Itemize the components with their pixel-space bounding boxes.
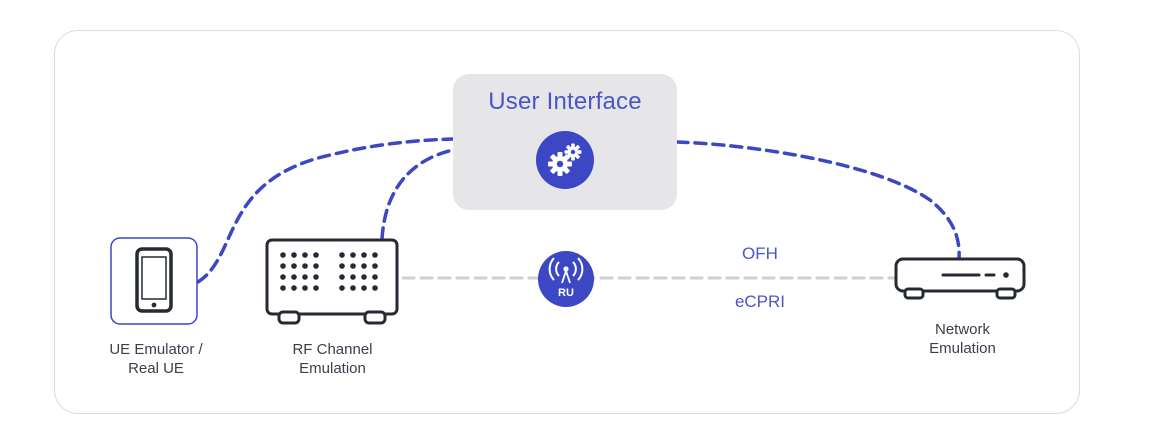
rf-panel-dot <box>361 285 367 291</box>
rf-panel-dot <box>372 285 378 291</box>
rf-panel-dot <box>350 274 356 280</box>
antenna-icon: RU <box>538 251 594 307</box>
network-label-line2: Emulation <box>929 340 996 357</box>
rf-panel-dot <box>361 274 367 280</box>
rf-label-line1: RF Channel <box>292 341 373 358</box>
rf-panel-dot <box>350 263 356 269</box>
gears-icon <box>536 131 594 189</box>
rf-panel-dot <box>339 285 345 291</box>
rf-label-line2: Emulation <box>299 360 366 377</box>
ofh-label: OFH <box>742 244 778 263</box>
user-interface-title: User Interface <box>488 88 642 115</box>
control-link-ue <box>196 137 455 284</box>
rf-panel-dot <box>302 274 308 280</box>
control-link-network <box>675 140 961 260</box>
ue-label-line1: UE Emulator / <box>109 341 203 358</box>
rf-panel-dot <box>313 285 319 291</box>
network-appliance-icon <box>894 257 1026 300</box>
ecpri-label: eCPRI <box>734 292 786 311</box>
rf-panel-dot <box>280 274 286 280</box>
rf-channel-label: RF Channel Emulation <box>270 340 395 378</box>
rf-panel-dot <box>313 252 319 258</box>
rf-panel-dot <box>291 263 297 269</box>
rf-panel-dot <box>372 252 378 258</box>
ru-badge-label: RU <box>558 287 574 299</box>
rf-panel-dot <box>350 285 356 291</box>
smartphone-icon <box>110 237 198 325</box>
rf-panel-dot <box>313 274 319 280</box>
user-interface-box: User Interface <box>453 74 677 210</box>
rf-panel-dot <box>280 252 286 258</box>
rf-panel-dot <box>339 252 345 258</box>
rf-panel-dot <box>280 285 286 291</box>
rf-panel-dot <box>302 252 308 258</box>
ue-label-line2: Real UE <box>128 360 184 377</box>
rf-panel-dot <box>302 285 308 291</box>
rf-panel-dot <box>291 274 297 280</box>
rf-panel-dot <box>302 263 308 269</box>
rf-panel-dot <box>280 263 286 269</box>
network-emulation-label: Network Emulation <box>900 320 1025 358</box>
control-link-rf <box>380 148 455 241</box>
rf-panel-dot <box>291 252 297 258</box>
network-label-line1: Network <box>934 321 990 338</box>
rf-panel-dot <box>291 285 297 291</box>
rf-panel-dot <box>372 263 378 269</box>
rf-panel-dot <box>372 274 378 280</box>
rf-panel-dot <box>339 274 345 280</box>
rf-panel-dot <box>339 263 345 269</box>
rf-panel-dot <box>361 263 367 269</box>
rf-panel-dot <box>361 252 367 258</box>
ue-emulator-label: UE Emulator / Real UE <box>96 340 216 378</box>
rf-panel-dot <box>350 252 356 258</box>
rf-panel-dot <box>313 263 319 269</box>
rf-emulator-chassis-icon <box>265 238 399 325</box>
